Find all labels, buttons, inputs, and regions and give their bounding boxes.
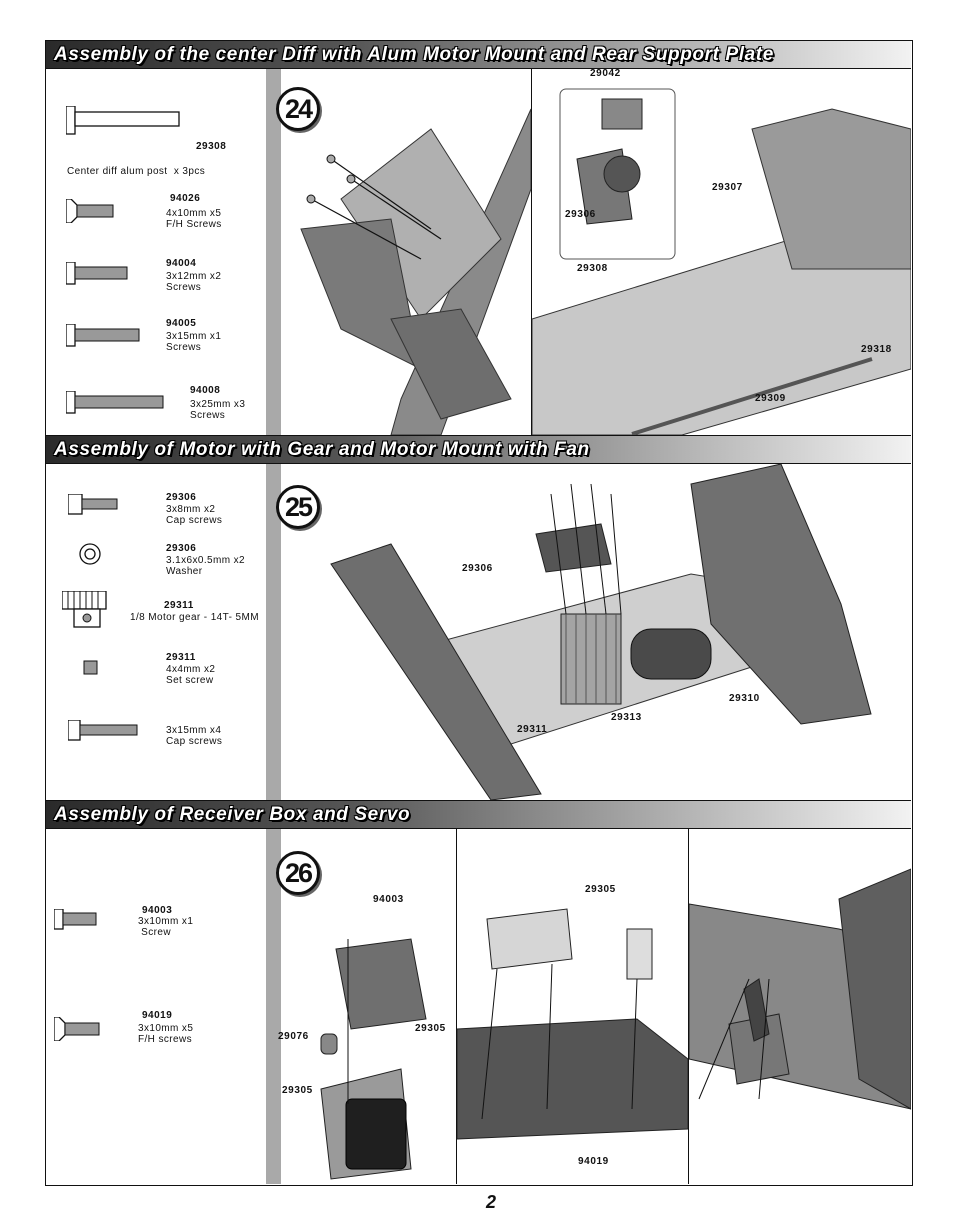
center-diff-post-icon xyxy=(66,106,180,135)
callout-29042: 29042 xyxy=(590,68,621,79)
center-diff-right-illustration xyxy=(532,88,911,435)
section-26-grey-column xyxy=(266,829,281,1184)
cap-screw-icon xyxy=(68,720,138,741)
section-25-title: Assembly of Motor with Gear and Motor Mo… xyxy=(54,439,590,460)
part-number: 94019 xyxy=(142,1010,173,1021)
callout-94003: 94003 xyxy=(373,894,404,905)
callout-29306: 29306 xyxy=(462,563,493,574)
receiver-box-exploded-illustration xyxy=(320,938,427,1180)
section-24-parts-list: 29308 Center diff alum post x 3pcs 94026… xyxy=(46,69,266,435)
screw-icon xyxy=(54,909,97,930)
callout-29308: 29308 xyxy=(577,263,608,274)
fh-screw-icon xyxy=(54,1017,100,1041)
step-26-badge: 26 xyxy=(276,851,320,895)
servo-install-illustration xyxy=(689,868,911,1110)
part-description: 3x25mm x3 Screws xyxy=(190,399,246,421)
part-description: 1/8 Motor gear - 14T- 5MM xyxy=(130,612,259,623)
motor-gear-icon xyxy=(62,591,107,628)
section-24-grey-column xyxy=(266,69,281,435)
section-26-parts-list: 94003 3x10mm x1 Screw 94019 3x10mm x5 F/… xyxy=(46,829,266,1184)
part-description: 3x8mm x2 Cap screws xyxy=(166,504,223,526)
part-description: 3x15mm x1 Screws xyxy=(166,331,222,353)
callout-29305-c: 29305 xyxy=(585,884,616,895)
section-24-bottom-border xyxy=(46,435,911,436)
callout-29310: 29310 xyxy=(729,693,760,704)
part-number: 94005 xyxy=(166,318,197,329)
section-24-divider xyxy=(531,69,532,435)
section-26-divider-a xyxy=(456,829,457,1184)
step-24-badge: 24 xyxy=(276,87,320,131)
section-25-grey-column xyxy=(266,464,281,800)
section-24-banner: Assembly of the center Diff with Alum Mo… xyxy=(46,41,911,69)
part-description: 3x15mm x4 Cap screws xyxy=(166,725,223,747)
cap-screw-icon xyxy=(68,494,118,515)
part-description: 4x4mm x2 Set screw xyxy=(166,664,216,686)
part-description: 3x10mm x1 Screw xyxy=(138,916,194,938)
callout-29318: 29318 xyxy=(861,344,892,355)
part-description: 3x12mm x2 Screws xyxy=(166,271,222,293)
screw-icon xyxy=(66,262,128,285)
callout-94019: 94019 xyxy=(578,1156,609,1167)
part-description: 3x10mm x5 F/H screws xyxy=(138,1023,194,1045)
callout-29309: 29309 xyxy=(755,393,786,404)
washer-icon xyxy=(79,543,101,565)
part-number: 94004 xyxy=(166,258,197,269)
part-number: 94003 xyxy=(142,905,173,916)
part-number: 29306 xyxy=(166,543,197,554)
section-25-parts-list: 29306 3x8mm x2 Cap screws 29306 3.1x6x0.… xyxy=(46,464,266,800)
screw-icon xyxy=(66,391,164,414)
set-screw-icon xyxy=(83,660,98,675)
motor-assembly-illustration xyxy=(330,464,872,800)
section-26-title: Assembly of Receiver Box and Servo xyxy=(54,804,411,825)
section-25-bottom-border xyxy=(46,800,911,801)
callout-29306: 29306 xyxy=(565,209,596,220)
part-number: 94026 xyxy=(170,193,201,204)
callout-29305-a: 29305 xyxy=(415,1023,446,1034)
part-description: Center diff alum post x 3pcs xyxy=(67,166,206,177)
callout-29076: 29076 xyxy=(278,1031,309,1042)
receiver-box-chassis-illustration xyxy=(457,908,688,1140)
page-number: 2 xyxy=(486,1192,497,1212)
callout-29313: 29313 xyxy=(611,712,642,723)
section-26-banner: Assembly of Receiver Box and Servo xyxy=(46,801,911,829)
part-number: 29311 xyxy=(166,652,196,663)
center-diff-left-illustration xyxy=(300,108,531,435)
callout-29311: 29311 xyxy=(517,724,548,735)
part-description: 3.1x6x0.5mm x2 Washer xyxy=(166,555,245,577)
part-number: 29306 xyxy=(166,492,197,503)
page-frame: Assembly of the center Diff with Alum Mo… xyxy=(45,40,913,1186)
section-24-title: Assembly of the center Diff with Alum Mo… xyxy=(54,44,774,65)
section-25-banner: Assembly of Motor with Gear and Motor Mo… xyxy=(46,436,911,464)
screw-icon xyxy=(66,324,140,347)
fh-screw-icon xyxy=(66,199,114,223)
part-number: 94008 xyxy=(190,385,221,396)
part-number: 29308 xyxy=(196,141,227,152)
part-description: 4x10mm x5 F/H Screws xyxy=(166,208,222,230)
step-25-badge: 25 xyxy=(276,485,320,529)
callout-29305-b: 29305 xyxy=(282,1085,313,1096)
part-number: 29311 xyxy=(164,600,194,611)
callout-29307: 29307 xyxy=(712,182,743,193)
